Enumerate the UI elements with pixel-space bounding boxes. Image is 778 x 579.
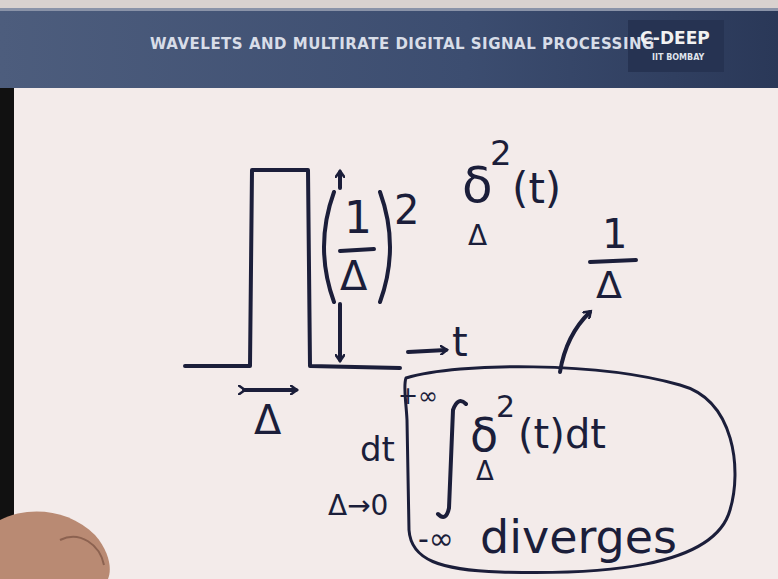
limit-label: dt: [360, 432, 395, 466]
denominator: Δ: [340, 256, 367, 296]
course-title: WAVELETS AND MULTIRATE DIGITAL SIGNAL PR…: [150, 37, 655, 52]
denominator: Δ: [596, 266, 622, 304]
rectangular-pulse: [185, 170, 400, 368]
pointer-arrow: [560, 312, 590, 372]
integrand: (t)dt: [518, 414, 606, 454]
banner: [0, 0, 778, 88]
integral-sign: [438, 401, 466, 517]
exponent: 2: [394, 190, 419, 230]
numerator: 1: [602, 214, 627, 254]
width-arrow: [244, 388, 296, 392]
delta-symbol: δ: [462, 160, 493, 210]
height-arrow: [338, 304, 342, 360]
width-label: Δ: [254, 400, 281, 440]
hand: [60, 537, 104, 565]
numerator: 1: [344, 196, 372, 240]
upper-limit: +∞: [398, 384, 438, 408]
limit-condition: Δ→0: [328, 492, 388, 520]
frame-edge: [0, 88, 14, 579]
lower-limit: -∞: [418, 524, 454, 554]
fraction-bar: [340, 249, 374, 251]
banner-stripe: [0, 0, 778, 8]
parenthesis: [380, 192, 390, 302]
time-arrow: [408, 350, 446, 352]
height-arrow: [338, 172, 342, 188]
note: diverges: [480, 514, 677, 560]
logo-text: C-DEEP: [640, 30, 710, 47]
enclosing-loop: [405, 367, 735, 573]
exponent: 2: [490, 136, 512, 170]
hand: [0, 512, 110, 579]
logo-box: [628, 20, 724, 72]
exponent: 2: [496, 392, 515, 422]
parenthesis: [324, 192, 334, 302]
subscript: Δ: [476, 458, 494, 484]
argument: (t): [512, 168, 561, 210]
subscript: Δ: [468, 222, 487, 250]
banner-stripe: [0, 8, 778, 11]
fraction-bar: [590, 260, 636, 262]
logo-subtext: IIT BOMBAY: [652, 54, 704, 62]
axis-label: t: [452, 322, 468, 362]
delta-symbol: δ: [470, 412, 498, 458]
